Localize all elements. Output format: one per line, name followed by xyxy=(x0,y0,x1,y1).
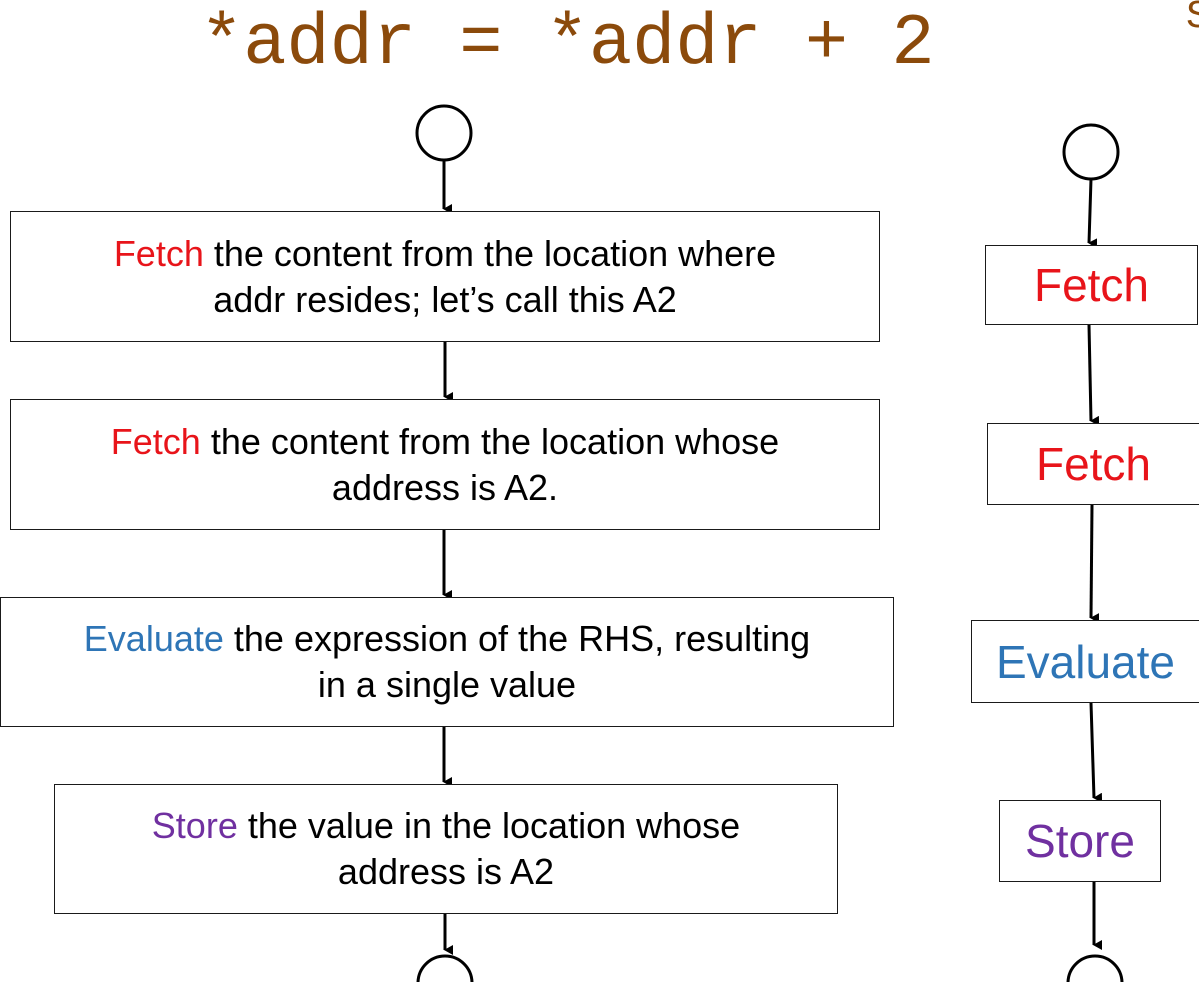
step-store-box: Store the value in the location whose ad… xyxy=(54,784,838,914)
compact-fetch-box-1: Fetch xyxy=(985,245,1198,325)
compact-fetch-box-2: Fetch xyxy=(987,423,1199,505)
step-keyword: Fetch xyxy=(113,232,204,274)
step-line1: the content from the location where xyxy=(203,232,777,274)
step-line2: addr resides; let’s call this A2 xyxy=(213,278,677,320)
compact-evaluate-box: Evaluate xyxy=(971,620,1199,703)
start-node xyxy=(415,104,473,162)
step-line2: address is A2 xyxy=(337,851,555,892)
compact-step-label: Fetch xyxy=(1033,259,1150,311)
compact-store-box: Store xyxy=(999,800,1161,882)
step-line1: the content from the location whose xyxy=(200,420,780,462)
step-text: Store the value in the location whose ad… xyxy=(152,803,740,895)
step-line2: address is A2. xyxy=(331,466,559,508)
step-line2: in a single value xyxy=(317,664,577,705)
cut-off-title-fragment: S xyxy=(1186,0,1199,40)
step-text: Evaluate the expression of the RHS, resu… xyxy=(84,616,810,708)
compact-step-label: Fetch xyxy=(1035,438,1152,490)
step-keyword: Fetch xyxy=(110,420,201,462)
compact-step-label: Evaluate xyxy=(995,635,1175,688)
compact-step-label: Store xyxy=(1025,815,1135,867)
step-keyword: Store xyxy=(151,805,238,846)
step-fetch-addr-box: Fetch the content from the location wher… xyxy=(10,211,880,342)
compact-arrow-step2-to-step3 xyxy=(1089,504,1100,624)
step-fetch-value-box: Fetch the content from the location whos… xyxy=(10,399,880,530)
compact-arrow-step1-to-step2 xyxy=(1087,324,1100,426)
compact-start-node xyxy=(1062,123,1120,181)
step-text: Fetch the content from the location whos… xyxy=(111,419,779,511)
step-line1: the expression of the RHS, resulting xyxy=(223,618,811,659)
step-evaluate-box: Evaluate the expression of the RHS, resu… xyxy=(0,597,894,727)
compact-arrow-step3-to-step4 xyxy=(1089,702,1103,803)
compact-arrow-start-to-step1 xyxy=(1087,178,1098,249)
step-text: Fetch the content from the location wher… xyxy=(114,231,776,323)
expression-title: *addr = *addr + 2 xyxy=(200,3,935,85)
step-line1: the value in the location whose xyxy=(237,805,741,846)
compact-end-node xyxy=(1066,954,1124,982)
end-node xyxy=(416,954,474,982)
step-keyword: Evaluate xyxy=(83,618,224,659)
